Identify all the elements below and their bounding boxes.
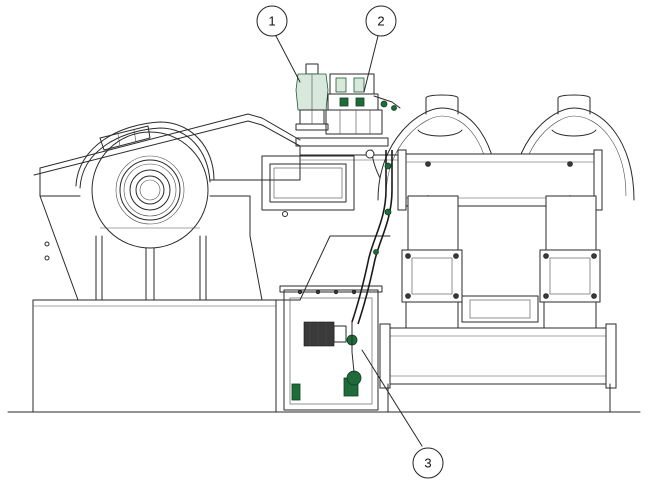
callout-1: 1 <box>256 5 288 37</box>
pump-motor <box>303 321 362 386</box>
main-frame <box>33 113 399 301</box>
pump-column-right <box>539 195 601 329</box>
pump-column-left <box>401 195 463 329</box>
leader-lines <box>275 35 423 447</box>
drum-guard <box>75 121 215 189</box>
callout-1-label: 1 <box>268 14 275 29</box>
callout-3-label: 3 <box>424 456 431 471</box>
callout-2-label: 2 <box>377 14 384 29</box>
inspection-window <box>261 155 355 211</box>
hydraulic-lines <box>351 149 393 373</box>
discharge-manifold <box>379 295 617 413</box>
callout-3: 3 <box>412 447 444 479</box>
callout-2: 2 <box>365 5 397 37</box>
drum-supports <box>95 227 207 301</box>
component-1-actuator <box>295 63 329 131</box>
base-pedestal <box>32 299 277 413</box>
power-pack-tank <box>279 285 383 411</box>
drum <box>91 131 209 249</box>
component-2-valve-manifold <box>295 73 401 147</box>
